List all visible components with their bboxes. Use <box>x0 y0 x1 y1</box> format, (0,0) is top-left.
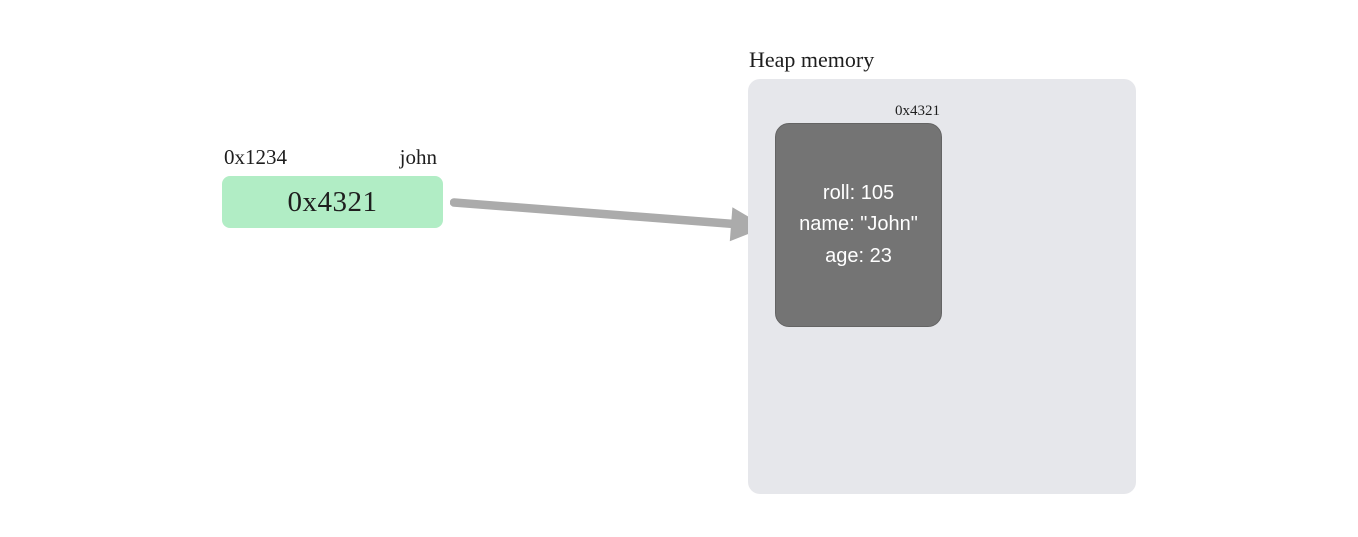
stack-variable-box: 0x4321 <box>222 176 443 228</box>
heap-title: Heap memory <box>749 47 875 72</box>
stack-variable-labels: 0x1234 john <box>224 146 437 168</box>
object-field-roll: roll: 105 <box>822 181 895 204</box>
pointer-arrow <box>450 198 766 242</box>
stack-address-label: 0x1234 <box>224 145 287 169</box>
heap-object-address-label: 0x4321 <box>895 103 940 119</box>
object-field-age: age: 23 <box>825 244 892 267</box>
arrow-shaft <box>450 198 739 229</box>
object-field-name: name: "John" <box>799 213 918 236</box>
heap-object-box: roll: 105 name: "John" age: 23 <box>775 123 942 327</box>
arrow-head-icon <box>729 207 766 242</box>
variable-name-label: john <box>399 145 437 169</box>
pointer-value: 0x4321 <box>287 185 378 218</box>
